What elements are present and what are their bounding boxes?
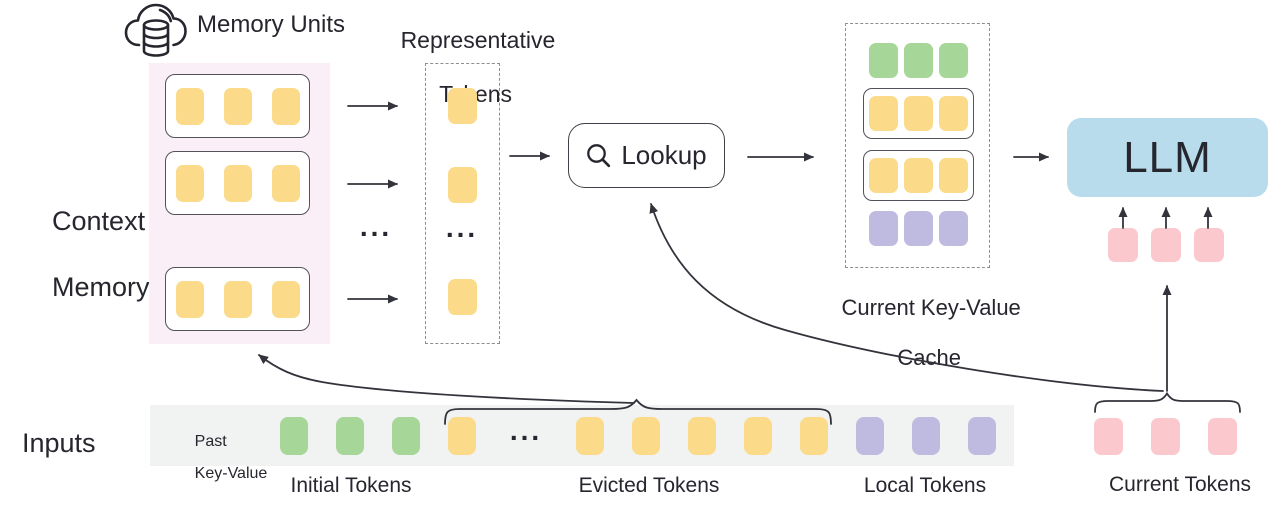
strip-ellipsis: ... bbox=[509, 414, 543, 446]
llm-input-tokens bbox=[1108, 228, 1224, 262]
yellow-token bbox=[448, 416, 476, 455]
memory-unit-row bbox=[165, 74, 310, 138]
memory-unit-row bbox=[165, 151, 310, 215]
yellow-token bbox=[939, 158, 968, 193]
curve-evicted-to-memory bbox=[258, 354, 635, 404]
green-token bbox=[280, 416, 308, 455]
cache-label-line1: Current Key-Value bbox=[841, 295, 1021, 320]
purple-token bbox=[939, 211, 968, 246]
current-kv-cache-label: Current Key-Value Cache bbox=[817, 270, 1021, 395]
current-tokens-label: Current Tokens bbox=[1108, 473, 1252, 496]
pink-token bbox=[1208, 418, 1237, 455]
yellow-token bbox=[688, 416, 716, 455]
pink-token bbox=[1094, 418, 1123, 455]
cache-local-tokens-row bbox=[846, 211, 991, 246]
green-token bbox=[939, 43, 968, 78]
pink-token bbox=[1108, 228, 1138, 262]
cache-memory-unit-row bbox=[863, 88, 974, 139]
inputs-label: Inputs bbox=[22, 428, 96, 458]
yellow-token bbox=[175, 280, 204, 318]
search-icon bbox=[587, 143, 611, 167]
green-token bbox=[869, 43, 898, 78]
context-memory-label-line1: Context bbox=[52, 206, 146, 236]
cache-label-line2: Cache bbox=[897, 345, 962, 370]
lookup-label: Lookup bbox=[621, 140, 707, 170]
initial-tokens-label: Initial Tokens bbox=[290, 474, 412, 497]
memory-units-label: Memory Units bbox=[197, 11, 346, 38]
yellow-token bbox=[800, 416, 828, 455]
yellow-token bbox=[223, 164, 252, 202]
cache-memory-unit-row bbox=[863, 150, 974, 201]
representative-token bbox=[448, 167, 477, 203]
context-memory-label-line2: Memory bbox=[52, 272, 150, 302]
middle-ellipsis: ... bbox=[359, 211, 393, 242]
brace-current-tokens bbox=[1094, 391, 1241, 413]
yellow-token bbox=[744, 416, 772, 455]
current-kv-cache-box bbox=[845, 23, 990, 268]
purple-token bbox=[856, 416, 884, 455]
lookup-button: Lookup bbox=[568, 123, 725, 188]
pink-token bbox=[1194, 228, 1224, 262]
past-kv-strip: Past Key-Value ... bbox=[150, 405, 1014, 482]
purple-token bbox=[904, 211, 933, 246]
yellow-token bbox=[904, 96, 933, 131]
pink-token bbox=[1151, 228, 1181, 262]
llm-box: LLM bbox=[1067, 118, 1268, 197]
representative-tokens-box: ... bbox=[425, 63, 500, 344]
local-tokens-label: Local Tokens bbox=[863, 474, 987, 497]
purple-token bbox=[869, 211, 898, 246]
yellow-token bbox=[223, 280, 252, 318]
representative-token bbox=[448, 279, 477, 315]
past-kv-label-line2: Key-Value bbox=[194, 465, 268, 482]
yellow-token bbox=[869, 96, 898, 131]
yellow-token bbox=[939, 96, 968, 131]
past-kv-label: Past Key-Value bbox=[168, 418, 268, 498]
representative-tokens-label-line1: Representative bbox=[400, 27, 556, 53]
memory-cloud-database-icon bbox=[124, 3, 187, 57]
yellow-token bbox=[632, 416, 660, 455]
context-memory-panel: ... bbox=[149, 63, 330, 344]
yellow-token bbox=[175, 164, 204, 202]
pink-token bbox=[1151, 418, 1180, 455]
current-tokens-group bbox=[1094, 418, 1237, 455]
representative-ellipsis: ... bbox=[445, 212, 479, 243]
cache-initial-tokens-row bbox=[846, 43, 991, 78]
yellow-token bbox=[175, 87, 204, 125]
context-memory-label: Context Memory bbox=[22, 172, 150, 337]
evicted-tokens-label: Evicted Tokens bbox=[578, 474, 720, 497]
yellow-token bbox=[904, 158, 933, 193]
yellow-token bbox=[576, 416, 604, 455]
purple-token bbox=[968, 416, 996, 455]
memory-unit-row bbox=[165, 267, 310, 331]
yellow-token bbox=[869, 158, 898, 193]
green-token bbox=[392, 416, 420, 455]
green-token bbox=[904, 43, 933, 78]
yellow-token bbox=[271, 164, 300, 202]
llm-label: LLM bbox=[1123, 132, 1212, 182]
yellow-token bbox=[271, 87, 300, 125]
yellow-token bbox=[271, 280, 300, 318]
green-token bbox=[336, 416, 364, 455]
purple-token bbox=[912, 416, 940, 455]
representative-token bbox=[448, 88, 477, 124]
yellow-token bbox=[223, 87, 252, 125]
past-kv-label-line1: Past bbox=[194, 433, 227, 450]
